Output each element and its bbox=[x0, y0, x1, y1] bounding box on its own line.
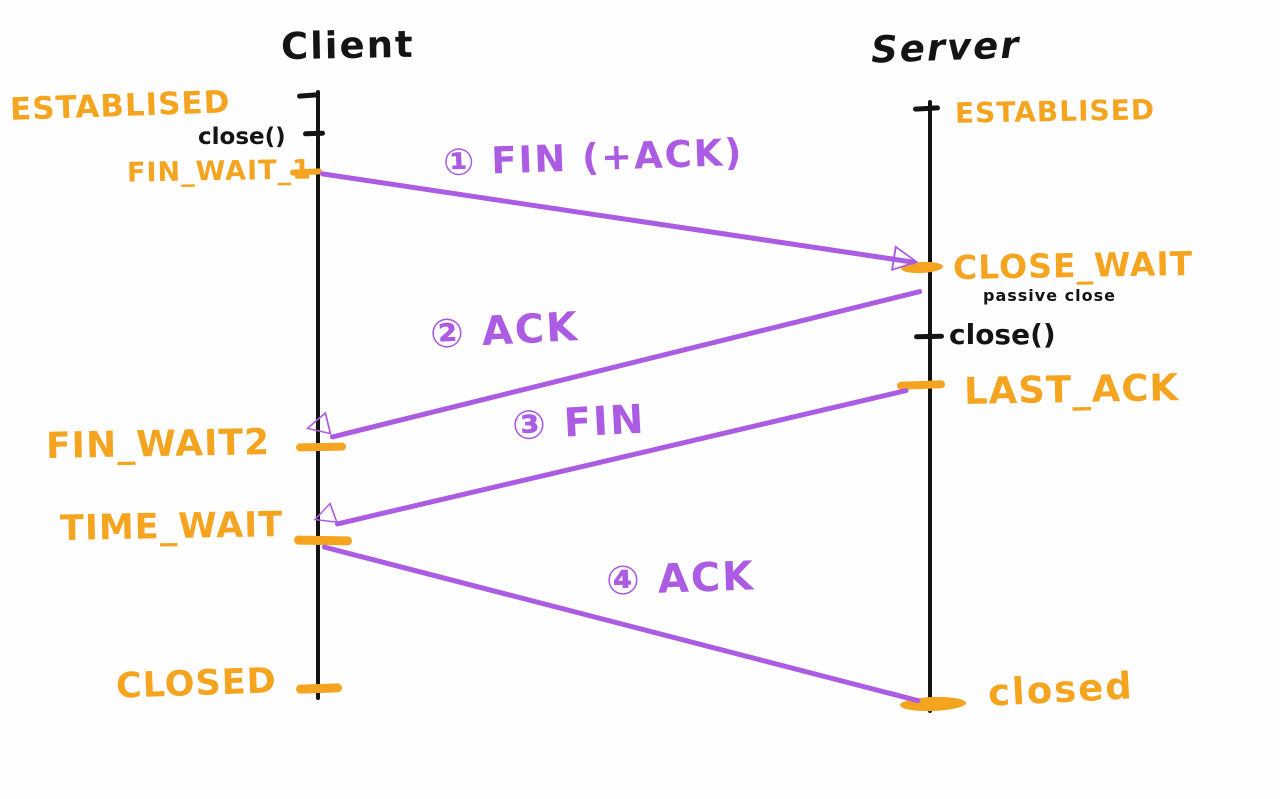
client-time-wait-label: TIME_WAIT bbox=[59, 505, 284, 549]
client-close-tick bbox=[302, 130, 326, 137]
client-fin-wait-2-label: FIN_WAIT2 bbox=[45, 422, 271, 467]
client-fin-wait-1-label: FIN_WAIT_1 bbox=[126, 154, 313, 189]
arrowhead-left-icon: ◁ bbox=[306, 494, 340, 534]
server-close-call-label: close() bbox=[949, 318, 1056, 351]
server-lifeline-title: Server bbox=[870, 23, 1022, 72]
server-passive-close-note: passive close bbox=[983, 286, 1116, 305]
client-closed-label: CLOSED bbox=[115, 661, 278, 707]
server-close-tick bbox=[913, 333, 945, 340]
message-1-fin-ack-line bbox=[319, 171, 916, 265]
message-2-ack-label: ② ACK bbox=[428, 304, 581, 358]
arrowhead-left-icon: ◁ bbox=[300, 403, 333, 445]
server-last-ack-label: LAST_ACK bbox=[963, 366, 1180, 413]
client-fin-wait-2-tick bbox=[295, 442, 347, 452]
client-lifeline-title: Client bbox=[280, 22, 416, 69]
client-established-label: ESTABLISED bbox=[9, 84, 231, 128]
arrowhead-right-icon: ▷ bbox=[890, 236, 923, 280]
server-lifeline bbox=[928, 100, 932, 713]
server-established-tick bbox=[912, 105, 941, 112]
client-close-call-label: close() bbox=[198, 124, 286, 150]
server-closed-label: closed bbox=[986, 664, 1135, 715]
server-close-wait-label: CLOSE_WAIT bbox=[952, 243, 1194, 288]
client-lifeline bbox=[316, 90, 320, 700]
message-3-fin-label: ③ FIN bbox=[510, 396, 647, 450]
message-1-fin-ack-label: ① FIN (+ACK) bbox=[442, 130, 745, 185]
message-4-ack-label: ④ ACK bbox=[605, 553, 756, 605]
client-closed-tick bbox=[295, 683, 343, 694]
server-established-label: ESTABLISED bbox=[954, 93, 1156, 130]
